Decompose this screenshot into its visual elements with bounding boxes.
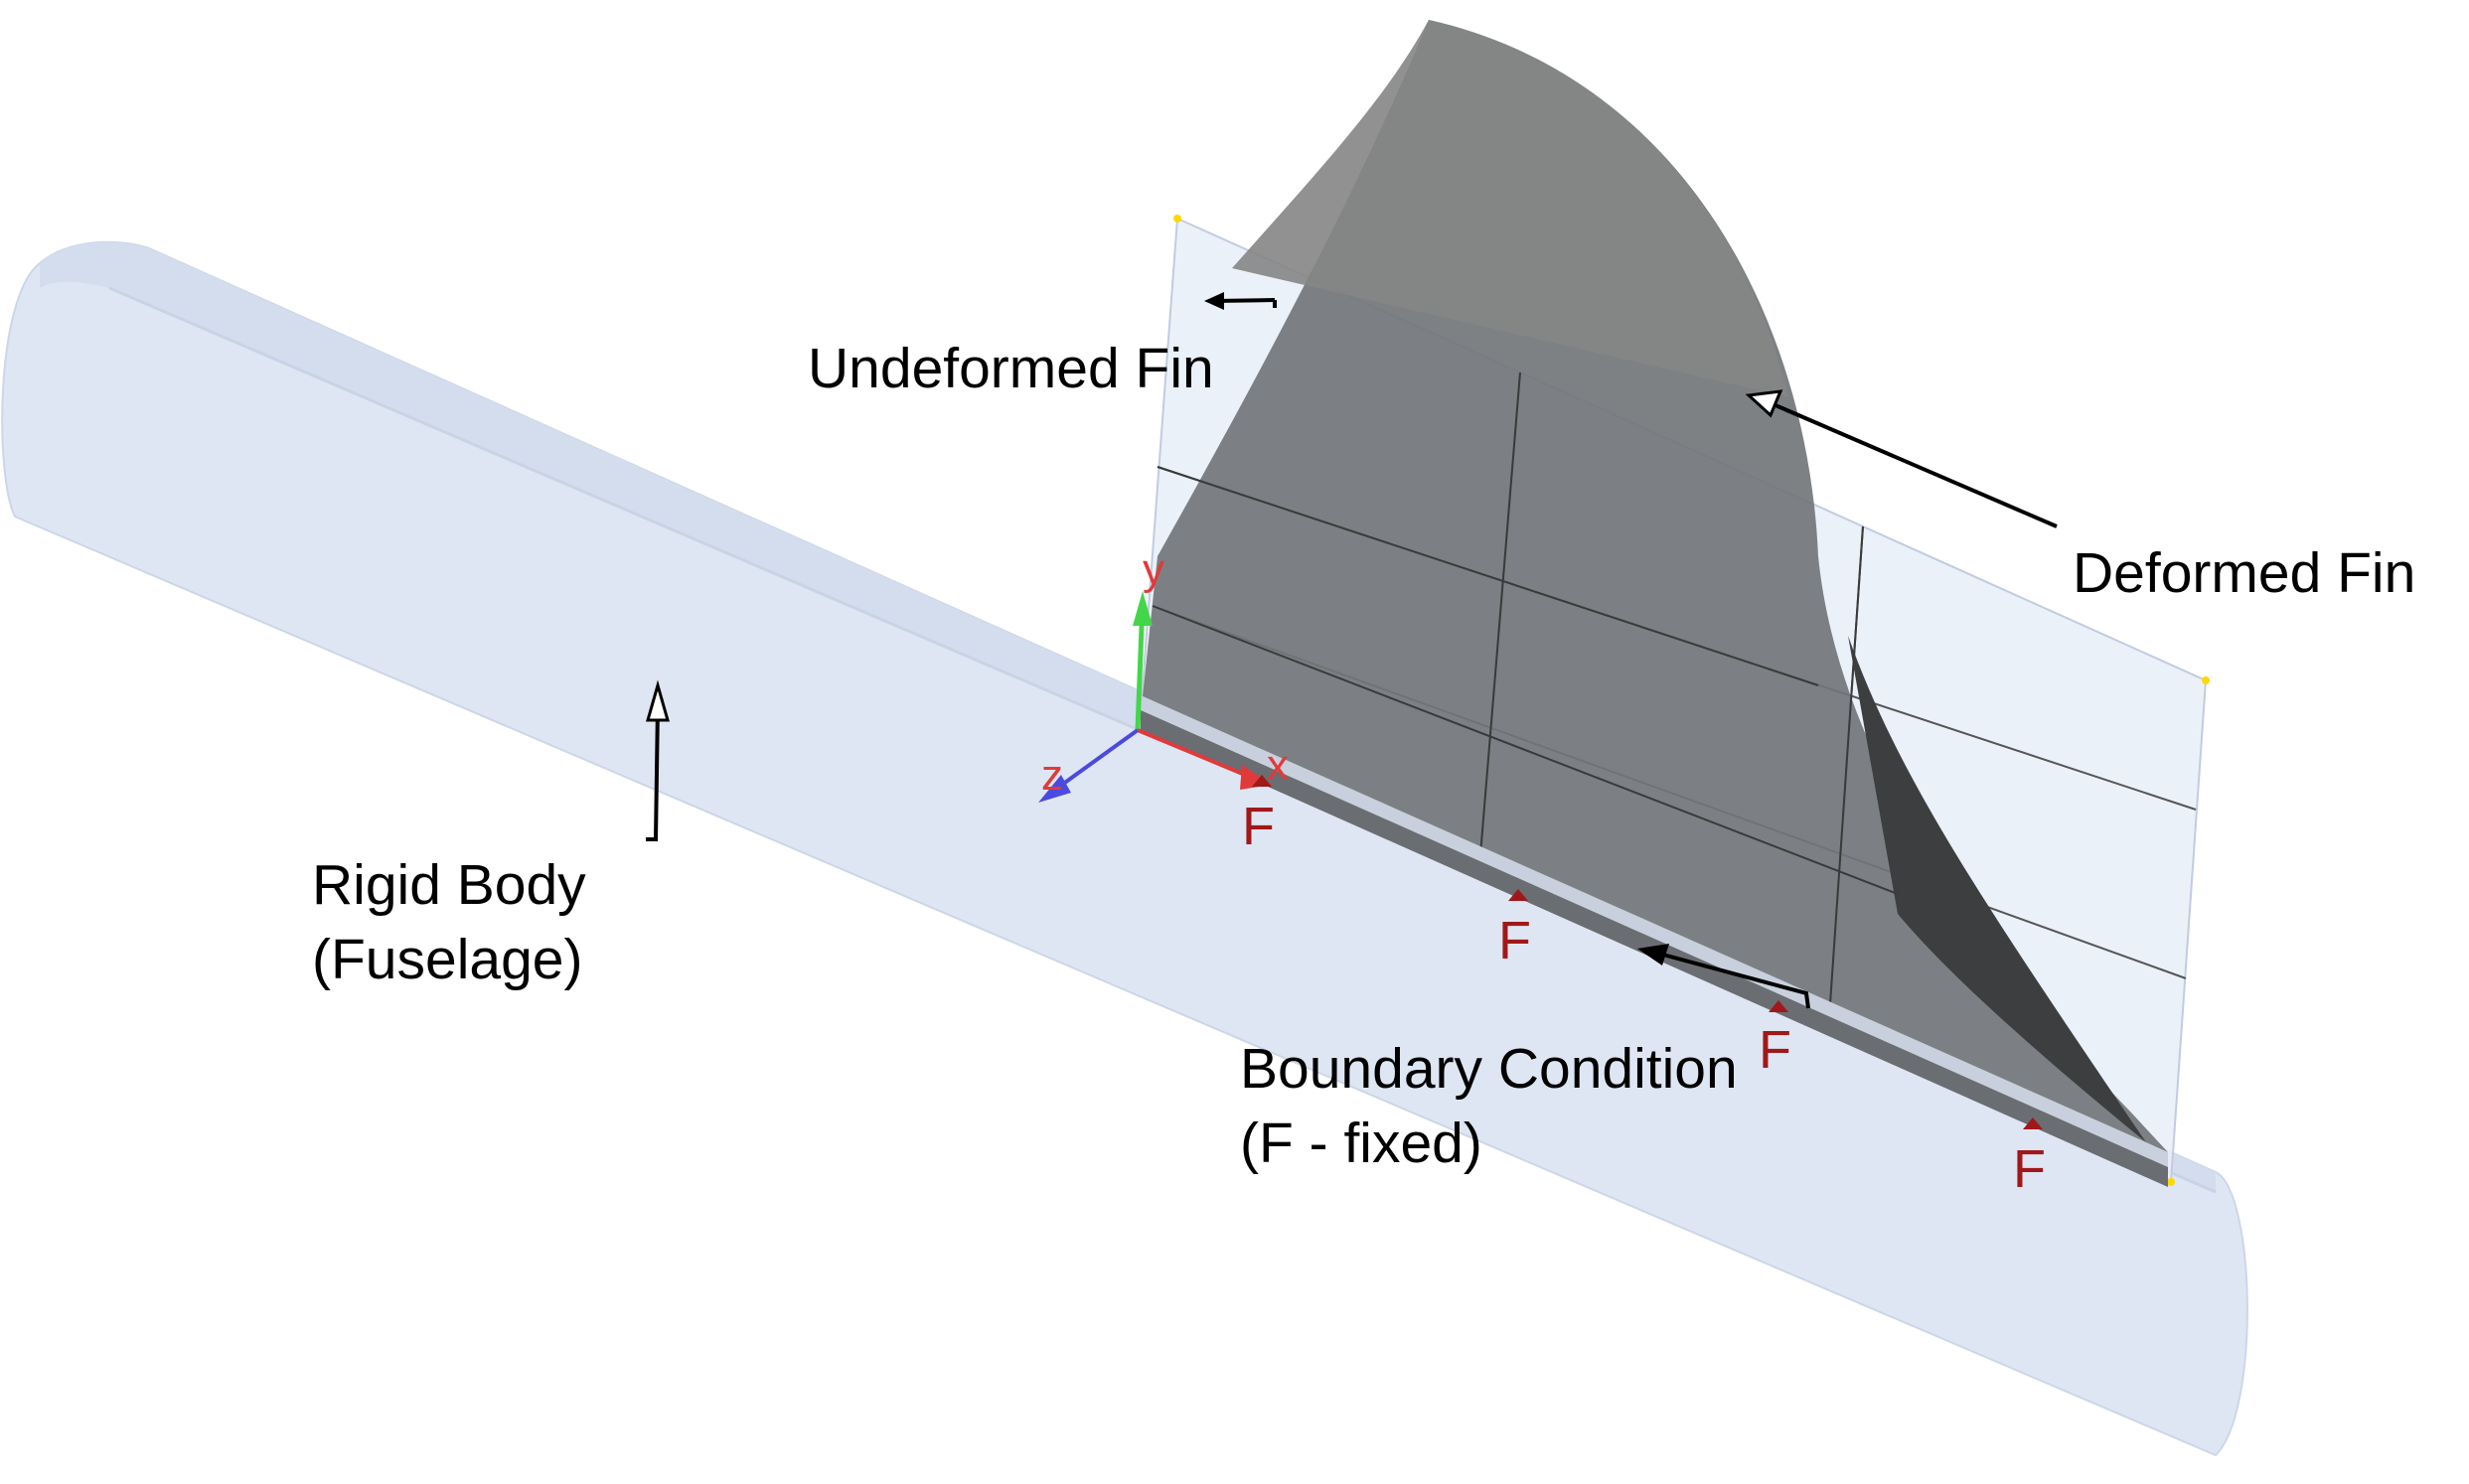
y-axis-label: y [1143,545,1164,594]
deformed-fin-surface [1141,20,2168,1187]
boundary-condition-label-line2: (F - fixed) [1240,1112,1482,1175]
x-axis-label: x [1267,741,1289,790]
coordinate-axes: y x z [1038,545,1289,803]
leader-arrows [646,292,2058,1009]
fixed-marker-4: F [2013,1139,2046,1199]
deformed-fin-label: Deformed Fin [2073,541,2415,605]
undeformed-fin-label: Undeformed Fin [808,337,1214,400]
rigid-body-label-line1: Rigid Body [312,853,586,917]
z-axis-label: z [1041,751,1063,800]
boundary-condition-label-line1: Boundary Condition [1240,1037,1738,1101]
fixed-marker-1: F [1242,797,1275,856]
fixed-markers: F F F F [1242,775,2046,1199]
rigid-body-label-line2: (Fuselage) [312,928,582,991]
fixed-marker-3: F [1759,1020,1791,1080]
fixed-marker-2: F [1498,911,1531,970]
